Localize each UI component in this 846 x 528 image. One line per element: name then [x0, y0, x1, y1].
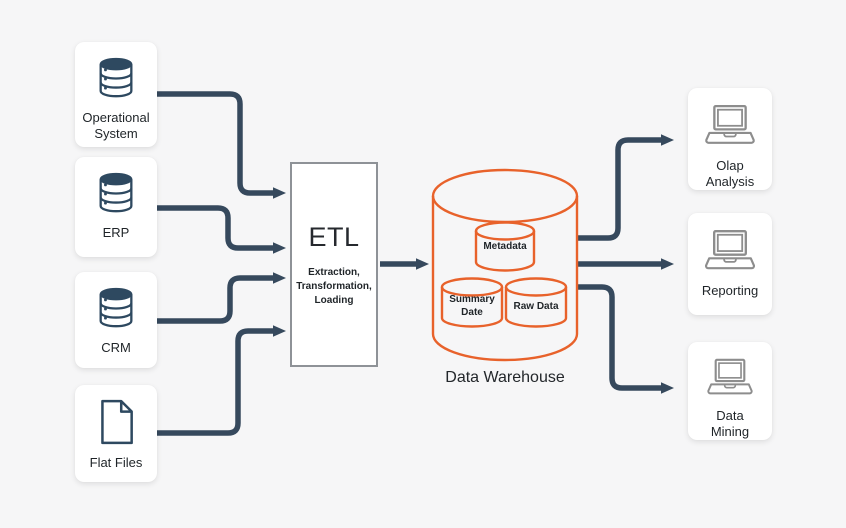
raw-data-label: Raw Data	[513, 301, 559, 312]
source-card-operational-system: Operational System	[75, 42, 157, 147]
output-card-reporting: Reporting	[688, 213, 772, 315]
metadata-label: Metadata	[483, 241, 527, 252]
summary-date-cylinder	[440, 277, 504, 328]
source-label: Operational System	[82, 110, 150, 142]
etl-title: ETL	[308, 221, 360, 252]
source-label: Flat Files	[89, 455, 143, 470]
laptop-icon	[705, 104, 755, 144]
etl-subtitle: Extraction, Transformation, Loading	[296, 266, 372, 306]
arrow-erp-to-etl	[157, 205, 286, 254]
summary-date-label: Summary Date	[449, 294, 495, 318]
arrow-warehouse-to-mining	[577, 284, 674, 394]
output-card-data-mining: Data Mining	[688, 342, 772, 440]
arrow-flatfiles-to-etl	[157, 325, 286, 436]
output-label: Data Mining	[710, 407, 750, 439]
raw-data-cylinder	[504, 277, 568, 328]
output-label: Reporting	[701, 283, 759, 298]
source-card-flat-files: Flat Files	[75, 385, 157, 482]
source-card-erp: ERP	[75, 157, 157, 257]
connector-arrows	[157, 91, 674, 436]
source-card-crm: CRM	[75, 272, 157, 368]
metadata-cylinder	[474, 221, 536, 272]
database-icon	[99, 287, 133, 328]
warehouse-cylinder	[431, 168, 579, 362]
output-card-olap-analysis: Olap Analysis	[688, 88, 772, 190]
database-icon	[99, 172, 133, 213]
arrow-warehouse-to-olap	[577, 134, 674, 241]
laptop-icon	[707, 358, 753, 395]
document-icon	[101, 399, 133, 445]
source-label: CRM	[101, 340, 131, 355]
etl-process-box: ETL Extraction, Transformation, Loading	[290, 162, 378, 367]
arrow-opsystem-to-etl	[157, 91, 286, 199]
arrow-crm-to-etl	[157, 272, 286, 324]
source-label: ERP	[102, 225, 130, 240]
database-icon	[99, 57, 133, 98]
warehouse-cylinders	[431, 168, 579, 362]
output-label: Olap Analysis	[705, 157, 755, 189]
data-warehouse-title: Data Warehouse	[445, 369, 565, 386]
laptop-icon	[704, 229, 756, 270]
